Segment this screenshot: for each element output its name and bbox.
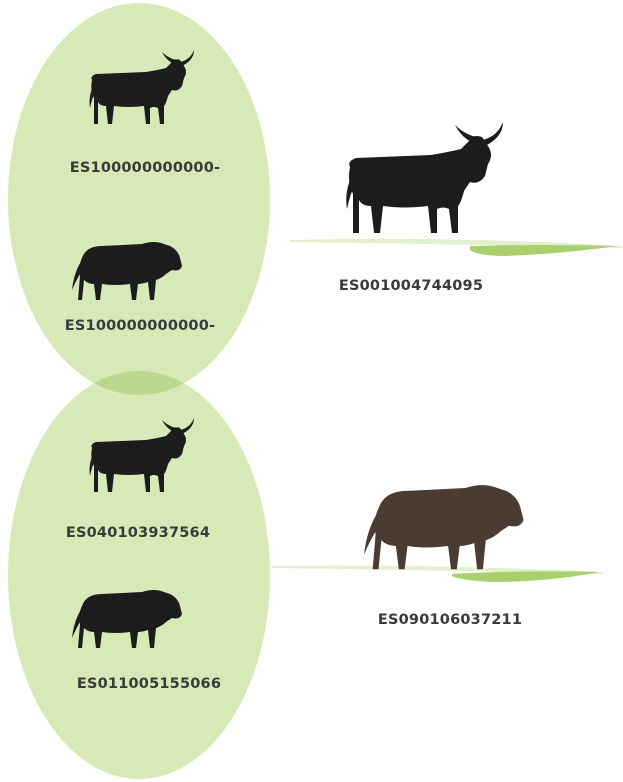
- parent-id-label: ES040103937564: [65, 525, 211, 541]
- offspring-id-label: ES090106037211: [377, 612, 523, 628]
- parent-group-bottom-ellipse: [8, 371, 270, 779]
- bull-icon: [364, 485, 524, 570]
- parent-id-label: ES100000000000-: [64, 318, 216, 334]
- parent-id-label: ES100000000000-: [69, 160, 221, 176]
- ground-line-top: [290, 238, 622, 256]
- longhorn-cow-icon: [346, 122, 503, 234]
- offspring-id-label: ES001004744095: [338, 278, 484, 294]
- parent-group-top-ellipse: [8, 3, 270, 395]
- ground-line-bottom: [272, 565, 603, 582]
- parent-id-label: ES011005155066: [76, 676, 222, 692]
